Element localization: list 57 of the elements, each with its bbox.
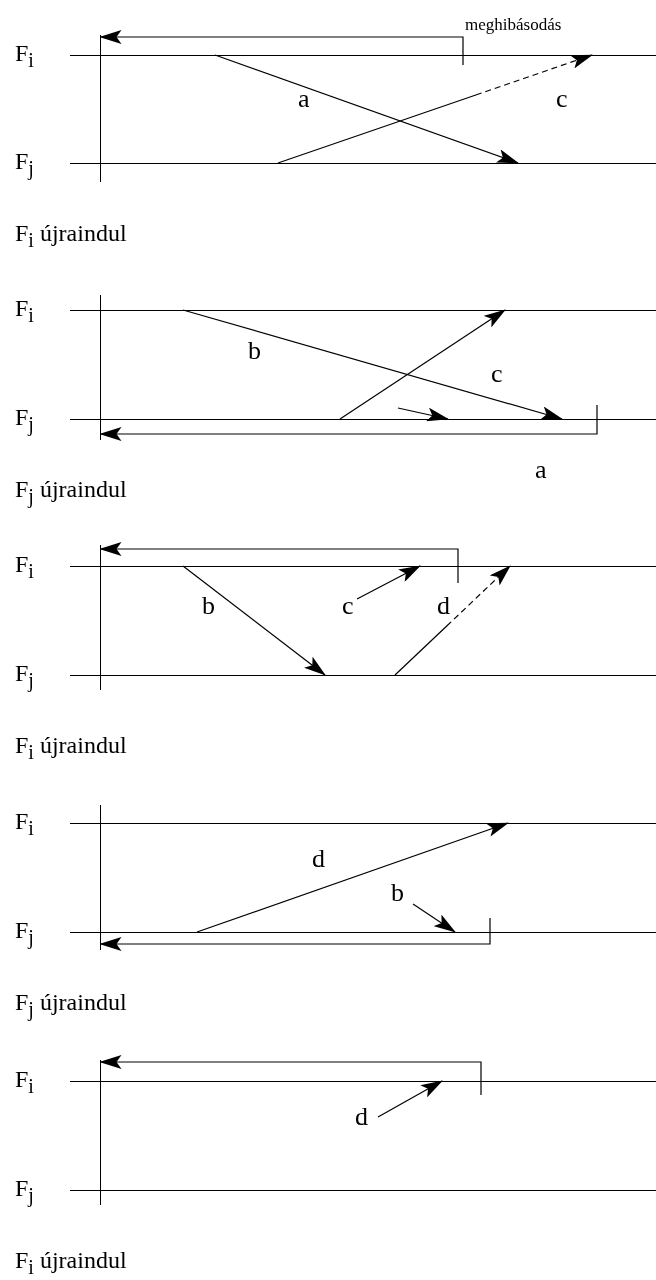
restart-caption: F$_{i}$ újraindul: [15, 733, 127, 762]
message-label: b: [202, 593, 215, 619]
timeline: [70, 1189, 656, 1191]
message-label: c: [491, 361, 503, 387]
time-origin-line: [99, 295, 101, 440]
message-arrow: [182, 565, 326, 676]
message-label: d: [355, 1104, 368, 1130]
failure-label: meghibásodás: [465, 16, 562, 33]
process-label: F$_{j}$: [15, 1176, 34, 1205]
process-label: F$_{j}$: [15, 149, 34, 178]
timeline: [70, 418, 656, 420]
rollback-arrow: [99, 542, 459, 584]
process-label: F$_{i}$: [15, 1067, 34, 1096]
timeline: [70, 822, 656, 824]
time-origin-line: [99, 35, 101, 182]
message-label: d: [312, 846, 325, 872]
message-label: c: [556, 86, 568, 112]
timeline: [70, 54, 656, 56]
restart-caption: F$_{j}$ újraindul: [15, 990, 127, 1019]
process-label: F$_{i}$: [15, 296, 34, 325]
message-arrow: [277, 54, 593, 164]
timeline: [70, 565, 656, 567]
process-label: F$_{j}$: [15, 661, 34, 690]
message-label: c: [342, 593, 354, 619]
message-arrow: [397, 407, 449, 422]
timeline: [70, 931, 656, 933]
timeline: [70, 309, 656, 311]
message-arrow: [394, 565, 511, 676]
message-label: d: [437, 593, 450, 619]
message-label: a: [298, 86, 310, 112]
time-origin-line: [99, 1060, 101, 1205]
process-label: F$_{i}$: [15, 41, 34, 70]
process-label: F$_{i}$: [15, 809, 34, 838]
time-origin-line: [99, 805, 101, 950]
message-arrow: [214, 54, 519, 164]
restart-caption: F$_{j}$ újraindul: [15, 477, 127, 506]
message-arrow: [339, 309, 506, 420]
process-label: F$_{j}$: [15, 405, 34, 434]
message-arrow: [196, 822, 509, 933]
message-arrow: [412, 903, 456, 933]
timeline: [70, 674, 656, 676]
edge-label: a: [535, 457, 547, 483]
rollback-arrow: [99, 1055, 482, 1096]
message-label: b: [391, 880, 404, 906]
message-arrow: [377, 1080, 443, 1118]
message-label: b: [248, 338, 261, 364]
rollback-arrow: [99, 30, 464, 66]
rollback-arrow: [99, 404, 598, 441]
timeline: [70, 162, 656, 164]
timeline: [70, 1080, 656, 1082]
restart-caption: F$_{i}$ újraindul: [15, 221, 127, 250]
message-arrow: [356, 565, 421, 600]
restart-caption: F$_{i}$ újraindul: [15, 1248, 127, 1277]
process-label: F$_{j}$: [15, 918, 34, 947]
process-label: F$_{i}$: [15, 552, 34, 581]
rollback-arrow: [99, 917, 491, 951]
time-origin-line: [99, 545, 101, 690]
